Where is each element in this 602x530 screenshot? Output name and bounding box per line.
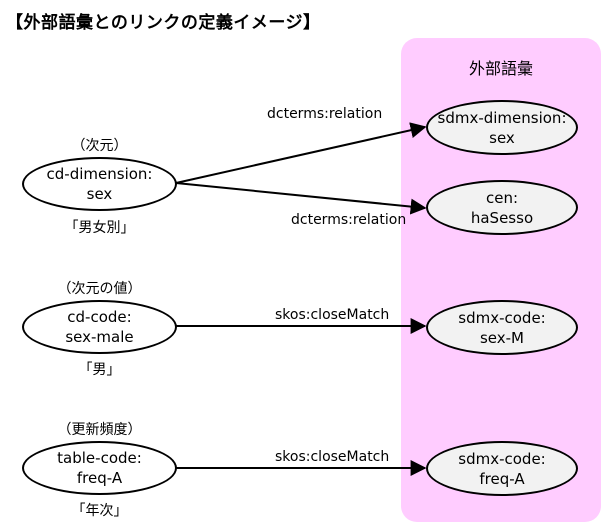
external-node-sdmx-code-sex-m: sdmx-code: sex-M bbox=[426, 300, 578, 355]
edge-arrow-dimension-relation bbox=[175, 122, 427, 184]
edge-label-skos-closematch: skos:closeMatch bbox=[275, 307, 390, 323]
node-label-line2: sex-male bbox=[65, 328, 134, 346]
node-label-line2: sex bbox=[86, 185, 113, 203]
local-node-header: （更新頻度） bbox=[57, 422, 142, 438]
external-node-cen-hasesso: cen: haSesso bbox=[426, 180, 578, 235]
node-label-line2: haSesso bbox=[470, 208, 534, 227]
node-label-line1: cen: bbox=[485, 188, 519, 207]
local-node-footer: 「年次」 bbox=[71, 503, 128, 519]
edge-arrow-dimension-hasesso bbox=[175, 182, 427, 215]
node-label-line1: sdmx-code: bbox=[458, 308, 546, 327]
node-label-line1: sdmx-dimension: bbox=[437, 108, 567, 127]
edge-label-skos-closematch: skos:closeMatch bbox=[275, 449, 390, 465]
node-label-line1: sdmx-code: bbox=[458, 449, 546, 468]
node-label-line2: sex-M bbox=[479, 328, 524, 347]
local-node-footer: 「男」 bbox=[78, 362, 121, 378]
node-label-line2: freq-A bbox=[76, 469, 123, 487]
edge-label-dcterms-relation: dcterms:relation bbox=[291, 212, 407, 228]
local-node-header: （次元） bbox=[71, 138, 128, 154]
external-vocabulary-panel-title: 外部語彙 bbox=[468, 59, 533, 78]
edge-label-dcterms-relation: dcterms:relation bbox=[267, 106, 383, 122]
node-label-line2: sex bbox=[489, 128, 515, 147]
local-node-footer: 「男女別」 bbox=[64, 220, 135, 236]
page-title: 【外部語彙とのリンクの定義イメージ】 bbox=[6, 13, 321, 33]
node-label-line1: table-code: bbox=[57, 449, 142, 467]
node-label-line1: cd-code: bbox=[67, 308, 132, 326]
local-node-cd-code-sex-male: cd-code: sex-male bbox=[22, 300, 177, 354]
node-label-line2: freq-A bbox=[479, 469, 525, 488]
external-node-sdmx-code-freq-a: sdmx-code: freq-A bbox=[426, 441, 578, 496]
node-label-line1: cd-dimension: bbox=[46, 165, 153, 183]
local-node-table-code-freq-a: table-code: freq-A bbox=[22, 441, 177, 495]
external-node-sdmx-dimension-sex: sdmx-dimension: sex bbox=[426, 100, 578, 155]
local-node-header: （次元の値） bbox=[57, 281, 142, 297]
local-node-cd-dimension-sex: cd-dimension: sex bbox=[22, 157, 177, 211]
